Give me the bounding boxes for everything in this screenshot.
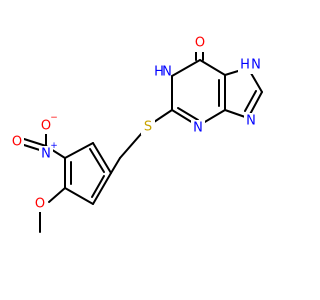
n3-nitrogen-label: N	[193, 121, 203, 136]
methoxy-oxygen-label: O	[35, 197, 45, 212]
n9-nitrogen-label: N	[246, 114, 256, 129]
carbonyl-oxygen-label: O	[195, 36, 205, 51]
molecule-structure: O H N H N N N S N + O − O O N	[10, 35, 268, 233]
n7-hydrogen-label: H	[240, 58, 250, 73]
nitro-nitrogen-charge: +	[50, 141, 58, 151]
thioether-sulfur-label: S	[144, 120, 152, 135]
n1-hydrogen-label: H	[154, 65, 164, 80]
n7-nitrogen-label: N	[251, 58, 261, 73]
bond-ring-methoxy	[48, 187, 66, 203]
bond-c2-n3-b	[177, 107, 199, 121]
bond-ring-2	[64, 142, 94, 159]
bond-nitro-o-a	[23, 138, 47, 147]
nitro-oxygen-minus-label: O	[41, 119, 51, 134]
bond-c6-n1	[171, 59, 201, 77]
nitro-oxygen-label: O	[12, 135, 22, 150]
bond-c8-n9-b	[244, 90, 257, 112]
bond-ring-5-inner	[91, 175, 105, 198]
bonds	[23, 50, 263, 233]
n1-group: N	[162, 65, 172, 80]
atom-labels: O H N H N N N S N + O − O O	[10, 36, 268, 212]
bond-c6-c5	[199, 59, 226, 76]
bond-ring-4	[64, 187, 94, 205]
bond-ch2-ring	[110, 157, 121, 174]
bond-ring-1-inner	[89, 148, 105, 173]
nitro-oxygen-minus-charge: −	[50, 113, 58, 123]
bond-ring-5	[92, 172, 112, 205]
nitro-nitrogen-label: N	[41, 147, 51, 162]
bond-ring-1	[92, 142, 112, 174]
n1-nitrogen-visible-label: N	[162, 65, 172, 80]
